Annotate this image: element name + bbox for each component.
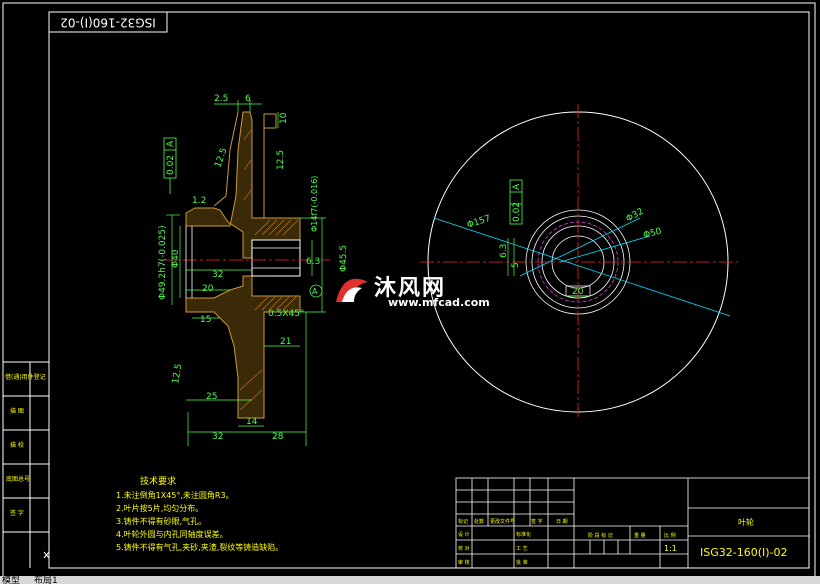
mfcad-logo-icon	[336, 278, 368, 302]
dim-28: 28	[272, 432, 284, 442]
notes-line-2: 2.叶片按5片,均匀分布。	[116, 503, 203, 513]
technical-notes: 技术要求 1.未注倒角1X45°,未注圆角R3。 2.叶片按5片,均匀分布。 3…	[116, 475, 283, 552]
dim-20: 20	[202, 284, 214, 294]
dim-15: 15	[200, 315, 211, 325]
tb-label-jiaodui: 校 对	[458, 545, 470, 552]
dim-phi14f7: Φ14f7(-0.016)	[310, 176, 319, 232]
tb-label-biaoji: 标记	[458, 518, 468, 525]
section-body-upper	[185, 111, 301, 259]
tb-scale: 1:1	[664, 544, 677, 553]
dim-6-3: 6.3	[306, 257, 320, 267]
dim-32a: 32	[212, 270, 223, 280]
tb-label-sheji: 设 计	[458, 531, 470, 538]
tb-label-jieduan: 阶 段 标 记	[588, 532, 613, 539]
dim-21: 21	[280, 337, 291, 347]
layout-tab-bar: 模型 布局1	[0, 576, 820, 584]
tb-label-genggai: 更改文件号	[490, 518, 515, 525]
gdt-frame-section	[163, 137, 177, 194]
tb-label-shenhe: 审 核	[458, 559, 470, 566]
side-label-3: 描 校	[10, 441, 24, 449]
tb-label-bili: 比 例	[664, 532, 676, 539]
shaft-bore	[251, 239, 301, 277]
side-label-1: 借(通)用件登记	[5, 373, 46, 381]
watermark: 沐风网 www.mfcad.com	[332, 270, 492, 312]
dim-5-end: 5	[511, 262, 521, 268]
section-body-lower	[185, 275, 301, 419]
tb-label-gongyi: 工 艺	[516, 546, 528, 552]
dim-phi45-5: Φ45.5	[339, 245, 349, 272]
watermark-url: www.mfcad.com	[388, 296, 490, 309]
title-block	[455, 477, 810, 569]
rotated-drawing-number-box: ISG32-160(I)-02	[48, 11, 168, 33]
notes-line-3: 3.铸件不得有砂眼,气孔。	[116, 516, 206, 526]
dim-phi50: Φ50	[642, 227, 663, 241]
tb-label-riqi: 日 期	[556, 519, 568, 525]
dim-25: 25	[206, 392, 217, 402]
dim-12-5-right: 12.5	[276, 150, 286, 170]
end-view	[420, 104, 738, 420]
tb-drawing-number: ISG32-160(I)-02	[700, 546, 788, 559]
tb-label-pizhun: 批 准	[516, 559, 528, 566]
gdt-datum-end: A	[512, 183, 522, 190]
tb-label-chushu: 处数	[474, 518, 484, 525]
notes-line-1: 1.未注倒角1X45°,未注圆角R3。	[116, 490, 234, 500]
notes-line-4: 4.叶轮外圆与内孔同轴度误差。	[116, 529, 228, 539]
dim-chamfer: 0.5X45°	[268, 309, 304, 319]
inner-frame	[48, 11, 810, 569]
dim-32b: 32	[212, 432, 223, 442]
side-label-5: 签 字	[10, 509, 24, 517]
dim-6: 6	[245, 94, 251, 104]
dim-6-3-end: 6.3	[499, 244, 509, 258]
gdt-datum-section: A	[166, 140, 176, 147]
section-dimensions	[166, 100, 326, 446]
dim-14: 14	[246, 417, 258, 427]
dim-10: 10	[279, 112, 289, 124]
svg-text:A: A	[312, 287, 318, 296]
tab-layout1[interactable]: 布局1	[34, 576, 58, 584]
dim-12-5-left: 12.5	[171, 363, 184, 384]
tb-label-qianzi: 签 字	[531, 518, 543, 525]
dim-phi40: Φ40	[171, 249, 181, 268]
watermark-text: 沐风网	[374, 276, 447, 301]
tb-label-biaozhunhua: 标准化	[516, 531, 531, 538]
dim-20-end: 20	[572, 287, 584, 297]
gdt-tol-section: 0.02	[166, 155, 176, 175]
notes-title: 技术要求	[140, 475, 176, 487]
gdt-tol-end: 0.02	[512, 202, 522, 222]
notes-line-5: 5.铸件不得有气孔,夹砂,夹渣,裂纹等铸造缺陷。	[116, 542, 283, 552]
left-side-table: 借(通)用件登记 描 图 描 校 底图总号 签 字	[3, 361, 50, 568]
tab-model[interactable]: 模型	[2, 576, 21, 584]
rotated-drawing-number: ISG32-160(I)-02	[60, 16, 155, 30]
dim-phi49: Φ49.2h7(-0.025)	[158, 225, 168, 300]
gdt-frame-end	[509, 179, 523, 225]
section-view	[160, 111, 330, 419]
dim-1-2: 1.2	[192, 196, 206, 206]
side-label-2: 描 图	[10, 407, 24, 415]
dim-2-5: 2.5	[214, 94, 228, 104]
tb-part-name: 叶轮	[738, 517, 754, 527]
datum-a-circle: A	[309, 284, 323, 298]
tb-label-zhongliang: 重 量	[634, 532, 646, 539]
side-label-4: 底图总号	[6, 475, 30, 483]
